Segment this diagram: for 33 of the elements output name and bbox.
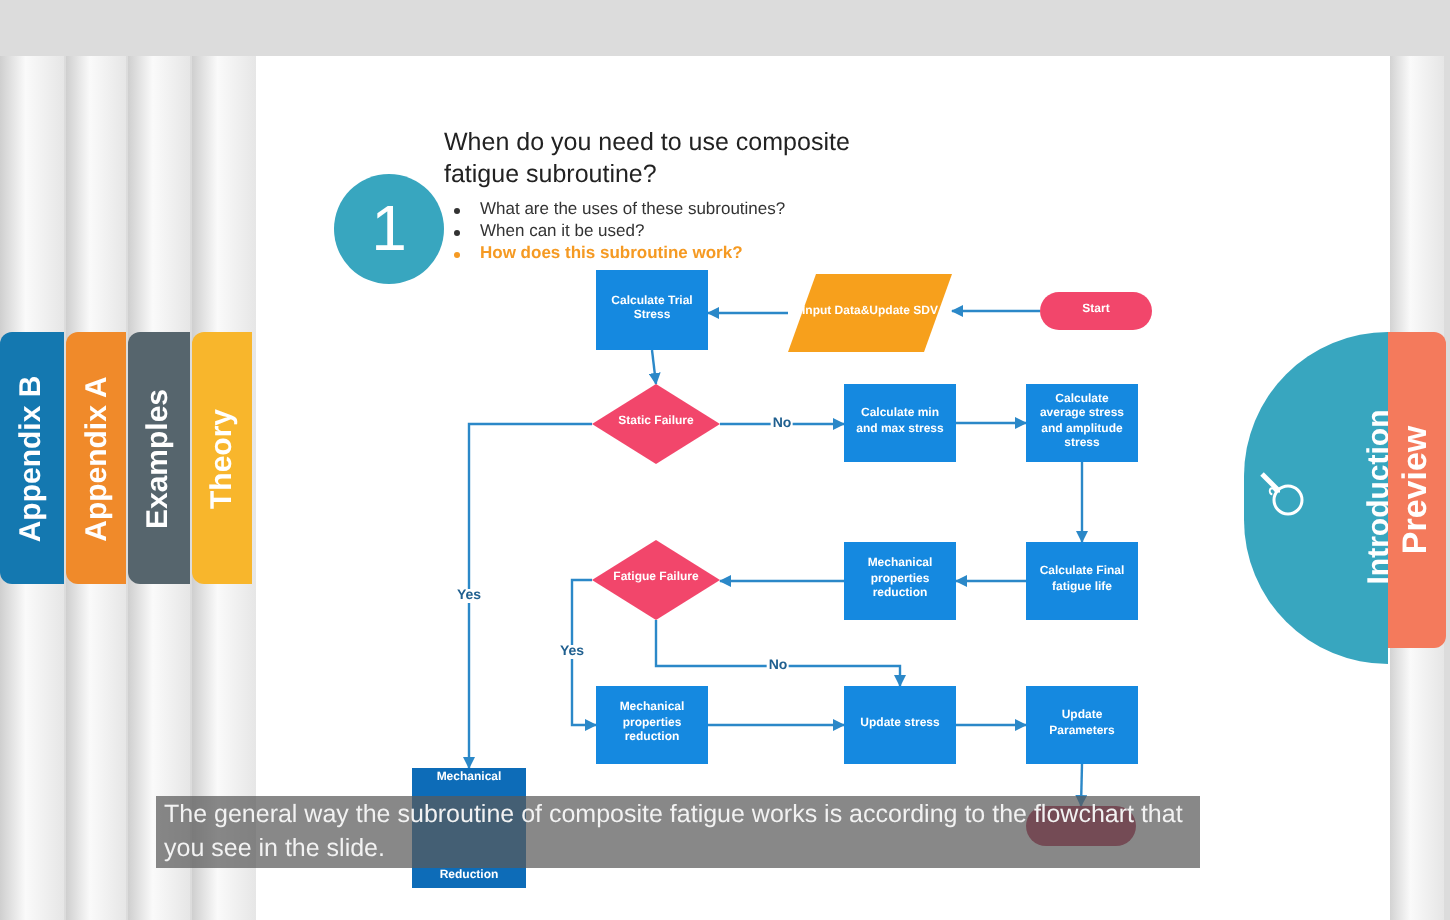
section-tab: Appendix B (0, 332, 64, 584)
bullet-item: How does this subroutine work? (480, 242, 743, 262)
section-tab: Preview (1388, 332, 1446, 648)
section-tab: Appendix A (66, 332, 126, 584)
process-box (844, 542, 956, 620)
input-parallelogram (788, 274, 952, 352)
process-box (844, 686, 956, 764)
process-box (1026, 384, 1138, 462)
process-box (844, 384, 956, 462)
arrow (719, 575, 844, 587)
arrow (720, 418, 845, 430)
arrow (956, 719, 1027, 731)
section-tab: Theory (192, 332, 252, 584)
arrow (956, 417, 1027, 429)
arrow (648, 349, 661, 385)
arrow (707, 307, 788, 319)
slide-title: When do you need to use composite fatigue subroutine? (444, 126, 852, 191)
section-tab: Examples (128, 332, 190, 584)
bullet-item: When can it be used? (480, 220, 645, 240)
arrow (955, 575, 1026, 587)
arrow (570, 578, 597, 731)
process-box (1026, 686, 1138, 764)
process-box (1026, 542, 1138, 620)
arrow (1076, 462, 1088, 543)
decision-diamond (592, 384, 720, 464)
arrow (463, 422, 592, 769)
arrow (654, 620, 906, 687)
process-box (596, 686, 708, 764)
arrow (708, 719, 845, 731)
process-box (596, 270, 708, 350)
bullet-item: What are the uses of these subroutines? (480, 198, 786, 218)
decision-diamond (592, 540, 720, 620)
arrow (951, 305, 1040, 317)
